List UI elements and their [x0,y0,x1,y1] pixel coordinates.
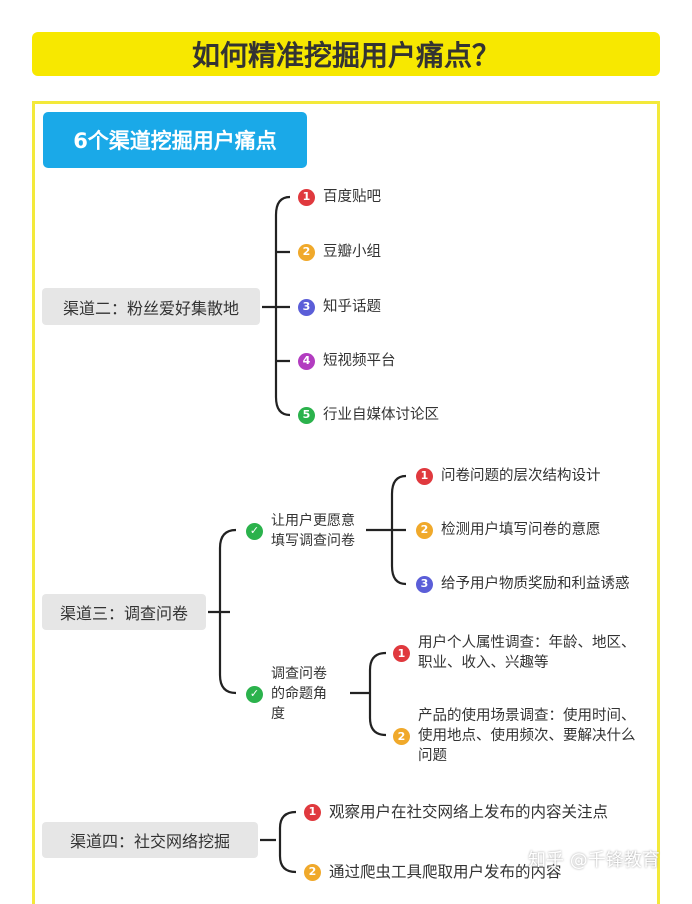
item-text: 产品的使用场景调查：使用时间、 [418,708,636,724]
item-text: 豆瓣小组 [323,244,381,260]
page-title: 如何精准挖掘用户痛点？ [32,32,660,76]
list-item: 2 产品的使用场景调查：使用时间、使用地点、使用频次、要解决什么问题 [393,706,636,766]
number-badge: 2 [416,521,433,539]
list-item: 5 行业自媒体讨论区 [298,405,439,425]
item-text: 知乎话题 [323,299,381,315]
item-text: 问卷问题的层次结构设计 [441,468,601,484]
section-title: 6个渠道挖掘用户痛点 [43,112,307,168]
channel-4-label: 渠道四：社交网络挖掘 [42,822,258,858]
number-badge: 1 [393,645,410,662]
number-badge: 1 [304,803,321,821]
item-text: 百度贴吧 [323,189,381,205]
number-badge: 5 [298,406,315,424]
branch-text: 的命题角 [271,686,327,702]
number-badge: 4 [298,352,315,370]
branch-a: ✓ 让用户更愿意填写调查问卷 [246,511,355,551]
number-badge: 2 [298,243,315,261]
branch-text: 调查问卷 [271,666,327,682]
check-icon: ✓ [246,685,263,703]
item-text: 观察用户在社交网络上发布的内容关注点 [329,803,609,821]
list-item: 1 问卷问题的层次结构设计 [416,466,601,486]
list-item: 1 用户个人属性调查：年龄、地区、职业、收入、兴趣等 [393,633,636,673]
mindmap-connectors [208,195,407,874]
number-badge: 3 [298,298,315,316]
list-item: 2 豆瓣小组 [298,242,381,262]
item-text: 使用地点、使用频次、要解决什么 [418,728,636,744]
check-icon: ✓ [246,522,263,540]
item-text: 问题 [418,748,447,764]
item-text: 给予用户物质奖励和利益诱惑 [441,576,630,592]
list-item: 3 知乎话题 [298,297,381,317]
number-badge: 1 [298,188,315,206]
number-badge: 3 [416,575,433,593]
channel-2-label: 渠道二：粉丝爱好集散地 [42,288,260,325]
list-item: 2 通过爬虫工具爬取用户发布的内容 [304,862,562,882]
branch-b: ✓ 调查问卷的命题角度 [246,664,327,724]
item-text: 通过爬虫工具爬取用户发布的内容 [329,863,562,881]
item-text: 行业自媒体讨论区 [323,407,439,423]
branch-text: 度 [271,706,285,722]
number-badge: 2 [304,863,321,881]
channel-3-label: 渠道三：调查问卷 [42,594,206,630]
number-badge: 1 [416,467,433,485]
list-item: 1 观察用户在社交网络上发布的内容关注点 [304,802,608,822]
item-text: 职业、收入、兴趣等 [418,655,549,671]
list-item: 4 短视频平台 [298,351,396,371]
item-text: 检测用户填写问卷的意愿 [441,522,601,538]
number-badge: 2 [393,728,410,745]
content-frame [32,101,660,904]
watermark: 知乎 @千锋教育 [528,850,660,871]
list-item: 2 检测用户填写问卷的意愿 [416,520,601,540]
branch-text: 填写调查问卷 [271,533,355,549]
item-text: 用户个人属性调查：年龄、地区、 [418,635,636,651]
branch-text: 让用户更愿意 [271,513,355,529]
list-item: 3 给予用户物质奖励和利益诱惑 [416,574,630,594]
item-text: 短视频平台 [323,353,396,369]
list-item: 1 百度贴吧 [298,187,381,207]
